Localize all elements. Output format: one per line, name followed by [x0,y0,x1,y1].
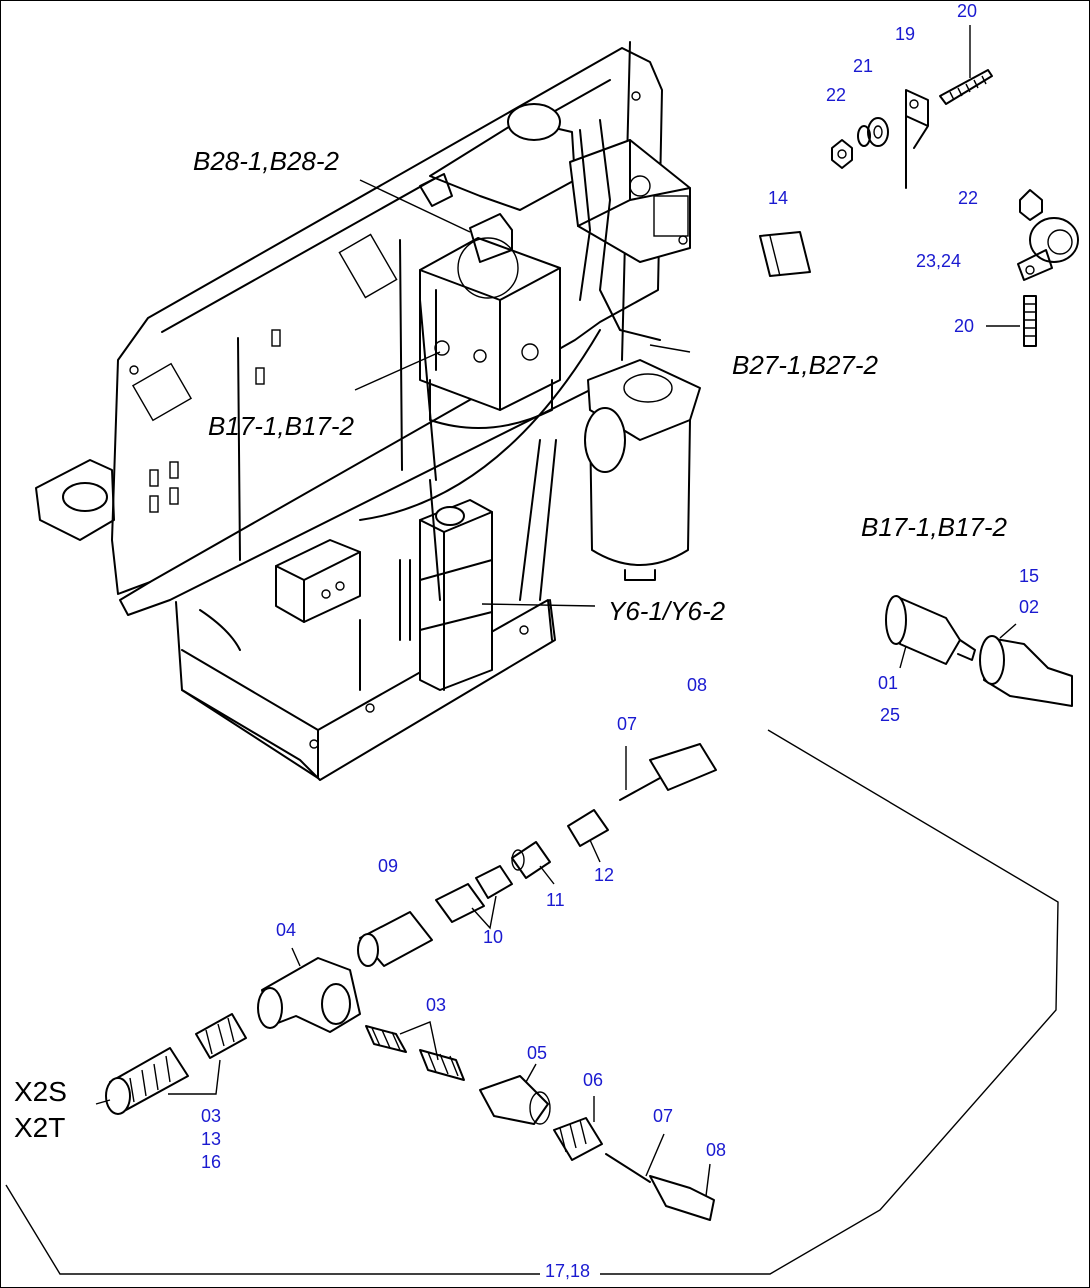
part-number-14: 14 [768,188,789,208]
part-number-07-top: 07 [617,714,638,734]
bolt-20-top [939,25,993,105]
filter-drawing [584,359,701,581]
connector-label-x2t: X2T [14,1112,66,1143]
valve-block-drawing [419,213,561,429]
part-number-06: 06 [583,1070,604,1090]
hoses-drawing [199,119,661,651]
washer-21 [857,117,889,147]
part-number-09: 09 [378,856,399,876]
part-number-20-right: 20 [954,316,975,336]
solenoid-drawing [569,139,691,263]
part-number-22-right: 22 [958,188,979,208]
part-number-23-24: 23,24 [916,251,962,271]
part-number-10: 10 [483,927,504,947]
ref-label-b17-main: B17-1,B17-2 [208,411,354,441]
part-number-04: 04 [276,920,297,940]
part-number-11: 11 [546,890,565,910]
part-number-16: 16 [201,1152,222,1172]
part-number-02: 02 [1019,597,1040,617]
clamp-23-24 [1017,189,1079,281]
part-number-08-top: 08 [687,675,708,695]
ref-label-b28: B28-1,B28-2 [193,146,339,176]
main-bracket-drawing [35,41,663,781]
part-number-07-bottom: 07 [653,1106,674,1126]
part-number-13: 13 [201,1129,222,1149]
bolt-20-right [986,295,1037,347]
part-number-19: 19 [895,24,916,44]
connector-assembly [5,729,1059,1275]
part-number-22-top: 22 [826,85,847,105]
part-number-21: 21 [853,56,874,76]
sensor-b17 [885,595,1073,707]
part-number-12: 12 [594,865,615,885]
nut-22-top [831,139,853,169]
tape-14 [759,231,811,277]
part-number-25: 25 [880,705,901,725]
leader-lines [354,179,691,607]
connector-label-x2s: X2S [14,1076,67,1107]
part-number-03-left: 03 [201,1106,222,1126]
part-number-03-mid: 03 [426,995,447,1015]
part-number-08-bottom: 08 [706,1140,727,1160]
ref-label-b17-detail: B17-1,B17-2 [861,512,1007,542]
ref-label-y6: Y6-1/Y6-2 [608,596,726,626]
bracket-19 [905,89,929,189]
lower-valve-drawing [275,499,493,691]
part-number-05: 05 [527,1043,548,1063]
ref-label-b27: B27-1,B27-2 [732,350,878,380]
part-number-20-top: 20 [957,1,978,21]
part-number-01: 01 [878,673,899,693]
part-number-15: 15 [1019,566,1040,586]
part-number-17-18: 17,18 [545,1261,591,1281]
